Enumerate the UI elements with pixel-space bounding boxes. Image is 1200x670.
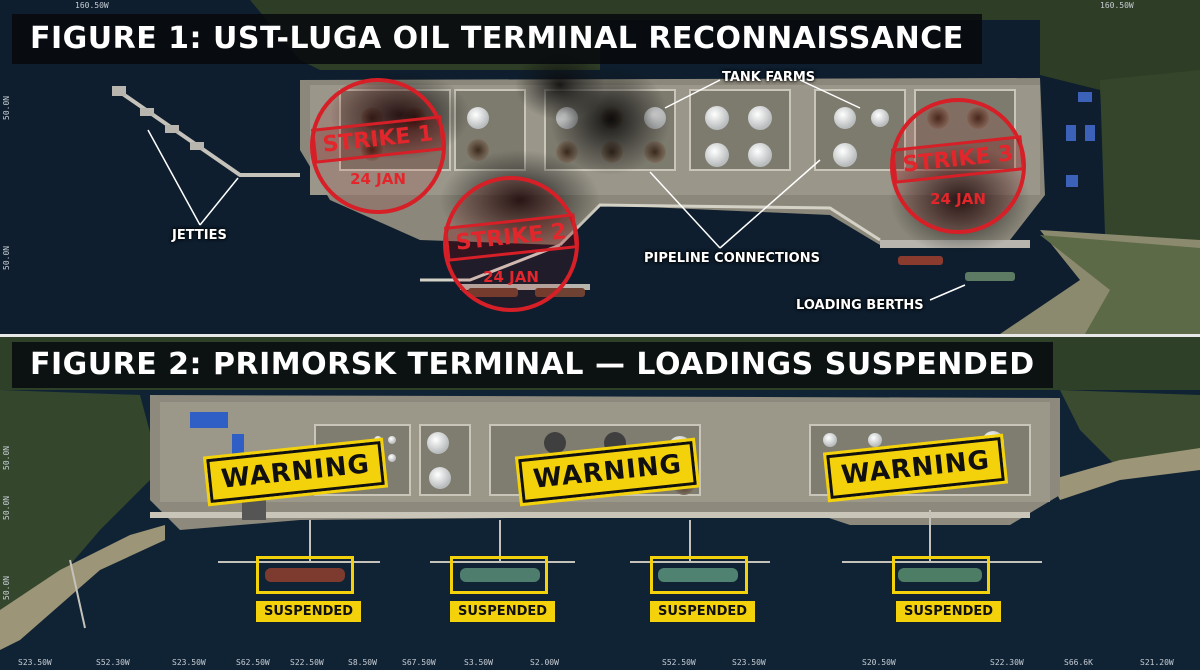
coord-bottom: S52.50W (662, 658, 696, 667)
coord-bottom: S62.50W (236, 658, 270, 667)
suspended-label-3: SUSPENDED (650, 601, 756, 622)
label-pipeline-connections: PIPELINE CONNECTIONS (644, 251, 820, 266)
ship-highlight-2 (450, 556, 548, 594)
coord-top-1: 160.50W (75, 1, 109, 10)
coord-bottom: S22.30W (990, 658, 1024, 667)
coord-bottom: S3.50W (464, 658, 493, 667)
ship-highlight-1 (256, 556, 354, 594)
strike-1-date: 24 JAN (350, 170, 406, 188)
ship-highlight-3 (650, 556, 748, 594)
suspended-label-1: SUSPENDED (256, 601, 362, 622)
annotation-arrows (147, 79, 966, 301)
coord-side-5: 50.0N (2, 575, 11, 600)
coord-bottom: S23.50W (18, 658, 52, 667)
coord-bottom: S8.50W (348, 658, 377, 667)
strike-3-label: STRIKE 3 (891, 135, 1025, 184)
bottom-coordinate-strip: S23.50W S52.30W S23.50W S62.50W S22.50W … (0, 658, 1200, 670)
suspended-label-4: SUSPENDED (896, 601, 1002, 622)
coord-bottom: S23.50W (172, 658, 206, 667)
label-jetties: JETTIES (172, 228, 227, 243)
coord-side-4: 50.0N (2, 495, 11, 520)
strike-1-label: STRIKE 1 (311, 115, 445, 164)
figure1-title: FIGURE 1: UST-LUGA OIL TERMINAL RECONNAI… (12, 14, 982, 64)
coord-bottom: S67.50W (402, 658, 436, 667)
label-loading-berths: LOADING BERTHS (796, 298, 924, 313)
coord-bottom: S66.6K (1064, 658, 1093, 667)
strike-2-label: STRIKE 2 (444, 213, 578, 262)
coord-top-2: 160.50W (1100, 1, 1134, 10)
strike-3-marker: STRIKE 3 24 JAN (890, 98, 1026, 234)
coord-bottom: S21.20W (1140, 658, 1174, 667)
strike-3-date: 24 JAN (930, 190, 986, 208)
strike-1-marker: STRIKE 1 24 JAN (310, 78, 446, 214)
coord-bottom: S52.30W (96, 658, 130, 667)
label-tank-farms: TANK FARMS (722, 70, 816, 85)
figure2-title: FIGURE 2: PRIMORSK TERMINAL — LOADINGS S… (12, 342, 1053, 388)
figure-divider (0, 334, 1200, 337)
strike-2-marker: STRIKE 2 24 JAN (443, 176, 579, 312)
ship-highlight-4 (892, 556, 990, 594)
coord-side-3: 50.0N (2, 445, 11, 470)
strike-2-date: 24 JAN (483, 268, 539, 286)
suspended-label-2: SUSPENDED (450, 601, 556, 622)
coord-bottom: S22.50W (290, 658, 324, 667)
coord-bottom: S23.50W (732, 658, 766, 667)
coord-bottom: S2.00W (530, 658, 559, 667)
coord-bottom: S20.50W (862, 658, 896, 667)
